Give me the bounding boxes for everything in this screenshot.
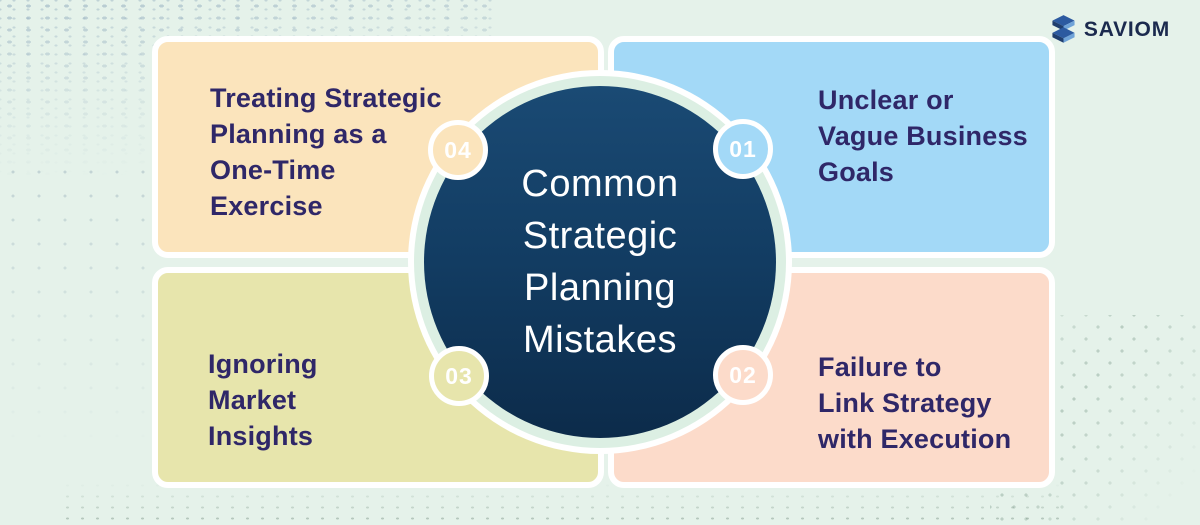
number-badge-04: 04 [428, 120, 488, 180]
card-label-02: Failure to Link Strategy with Execution [818, 352, 1012, 454]
dot-pattern-left [0, 160, 150, 450]
saviom-wordmark: SAVIOM [1083, 17, 1170, 41]
card-label-01: Unclear or Vague Business Goals [818, 85, 1028, 187]
card-label-03: Ignoring Market Insights [208, 349, 318, 451]
number-badge-01: 01 [713, 119, 773, 179]
saviom-s-icon [1050, 14, 1077, 45]
number-badge-02: 02 [713, 345, 773, 405]
saviom-logo: SAVIOM [1050, 14, 1170, 45]
card-label-04: Treating Strategic Planning as a One-Tim… [210, 83, 442, 221]
number-badge-03: 03 [429, 346, 489, 406]
diagram-title: Common Strategic Planning Mistakes [521, 163, 679, 361]
